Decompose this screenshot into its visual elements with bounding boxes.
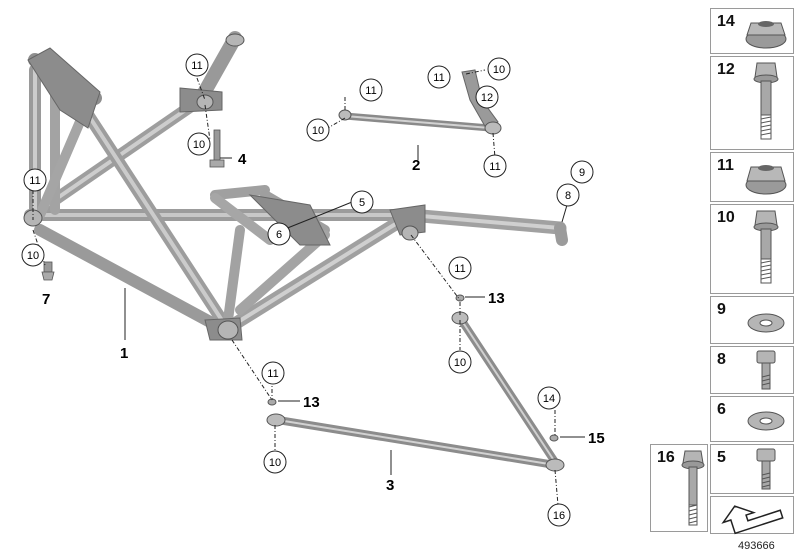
callout-11-f: 11 bbox=[448, 256, 472, 280]
callouts: 11 10 4 11 10 7 5 6 11 10 2 11 10 12 11 … bbox=[21, 53, 605, 527]
callout-8: 8 bbox=[556, 183, 580, 207]
svg-text:11: 11 bbox=[454, 263, 465, 275]
svg-text:9: 9 bbox=[579, 167, 585, 179]
svg-text:7: 7 bbox=[42, 291, 50, 308]
collar-bolt-icon bbox=[753, 210, 779, 284]
svg-text:4: 4 bbox=[238, 151, 247, 168]
callout-5: 5 bbox=[350, 190, 374, 214]
part-cell-14: 14 bbox=[710, 8, 794, 54]
svg-text:1: 1 bbox=[120, 345, 128, 362]
callout-11-c: 11 bbox=[359, 78, 383, 102]
part-cell-9: 9 bbox=[710, 296, 794, 344]
part-number: 10 bbox=[717, 209, 735, 226]
svg-text:11: 11 bbox=[489, 161, 500, 173]
callout-6: 6 bbox=[267, 222, 291, 246]
callout-14: 14 bbox=[537, 386, 561, 410]
part-cell-12: 12 bbox=[710, 56, 794, 150]
svg-text:14: 14 bbox=[543, 393, 555, 405]
callout-10-e: 10 bbox=[448, 350, 472, 374]
part-cell-5: 5 bbox=[710, 444, 794, 494]
nut-13a-graphic bbox=[455, 294, 465, 302]
svg-text:6: 6 bbox=[276, 229, 282, 241]
svg-text:11: 11 bbox=[267, 368, 278, 380]
flange-nut-icon bbox=[745, 21, 787, 49]
solid-leaders bbox=[124, 145, 585, 475]
label-3: 3 bbox=[386, 477, 394, 494]
collar-nut-icon bbox=[745, 165, 787, 195]
label-13-a: 13 bbox=[488, 290, 505, 307]
callout-10-a: 10 bbox=[187, 132, 211, 156]
label-4: 4 bbox=[238, 151, 247, 168]
svg-text:15: 15 bbox=[588, 430, 605, 447]
part-number: 5 bbox=[717, 449, 726, 466]
svg-text:10: 10 bbox=[493, 64, 505, 76]
right-diagonal-strut bbox=[451, 311, 559, 466]
svg-text:13: 13 bbox=[488, 290, 505, 307]
callout-10-c: 10 bbox=[306, 118, 330, 142]
washer-icon bbox=[747, 313, 785, 333]
svg-text:11: 11 bbox=[433, 72, 444, 84]
socket-screw-icon bbox=[756, 350, 776, 390]
svg-text:3: 3 bbox=[386, 477, 394, 494]
socket-screw-icon bbox=[756, 448, 776, 490]
svg-text:2: 2 bbox=[412, 157, 420, 174]
svg-text:10: 10 bbox=[312, 125, 324, 137]
label-2: 2 bbox=[412, 157, 420, 174]
callout-11-a: 11 bbox=[185, 53, 209, 77]
lower-strut bbox=[266, 413, 565, 472]
part-cell-8: 8 bbox=[710, 346, 794, 394]
callout-16: 16 bbox=[547, 503, 571, 527]
callout-9: 9 bbox=[570, 160, 594, 184]
long-bolt-icon bbox=[681, 450, 705, 526]
svg-text:10: 10 bbox=[193, 139, 205, 151]
callout-11-g: 11 bbox=[261, 361, 285, 385]
svg-text:11: 11 bbox=[29, 175, 40, 187]
callout-12: 12 bbox=[475, 85, 499, 109]
part-number: 6 bbox=[717, 401, 726, 418]
svg-text:16: 16 bbox=[553, 510, 565, 522]
svg-text:12: 12 bbox=[481, 92, 493, 104]
nut-15-graphic bbox=[549, 434, 559, 442]
svg-text:5: 5 bbox=[359, 197, 365, 209]
part-cell-10: 10 bbox=[710, 204, 794, 294]
leader-lines bbox=[32, 69, 559, 506]
svg-text:13: 13 bbox=[303, 394, 320, 411]
callout-10-f: 10 bbox=[263, 450, 287, 474]
part-number: 12 bbox=[717, 61, 735, 78]
part-number: 11 bbox=[717, 157, 734, 174]
label-13-b: 13 bbox=[303, 394, 320, 411]
orientation-arrow-cell bbox=[710, 496, 794, 535]
callout-10-b: 10 bbox=[21, 243, 45, 267]
hex-bolt-icon bbox=[753, 62, 779, 140]
svg-text:11: 11 bbox=[365, 85, 376, 97]
callout-11-e: 11 bbox=[483, 154, 507, 178]
bolt-7-graphic bbox=[41, 261, 55, 281]
part-cell-6: 6 bbox=[710, 396, 794, 442]
bolt-4-graphic bbox=[209, 129, 225, 168]
callout-11-d: 11 bbox=[427, 65, 451, 89]
part-number: 9 bbox=[717, 301, 726, 318]
callout-10-d: 10 bbox=[487, 57, 511, 81]
svg-text:10: 10 bbox=[27, 250, 39, 262]
document-number: 493666 bbox=[738, 540, 775, 552]
direction-arrow-icon bbox=[721, 505, 784, 535]
washer-icon bbox=[747, 411, 785, 431]
part-cell-11: 11 bbox=[710, 152, 794, 202]
label-1: 1 bbox=[120, 345, 128, 362]
svg-text:10: 10 bbox=[454, 357, 466, 369]
frame-assembly bbox=[24, 31, 568, 337]
svg-text:8: 8 bbox=[565, 190, 571, 202]
part-number: 8 bbox=[717, 351, 726, 368]
label-15: 15 bbox=[588, 430, 605, 447]
svg-text:11: 11 bbox=[191, 60, 202, 72]
label-7: 7 bbox=[42, 291, 50, 308]
part-number: 16 bbox=[657, 449, 675, 466]
callout-11-b: 11 bbox=[23, 168, 47, 192]
svg-text:10: 10 bbox=[269, 457, 281, 469]
part-number: 14 bbox=[717, 13, 735, 30]
part-cell-16: 16 bbox=[650, 444, 708, 532]
